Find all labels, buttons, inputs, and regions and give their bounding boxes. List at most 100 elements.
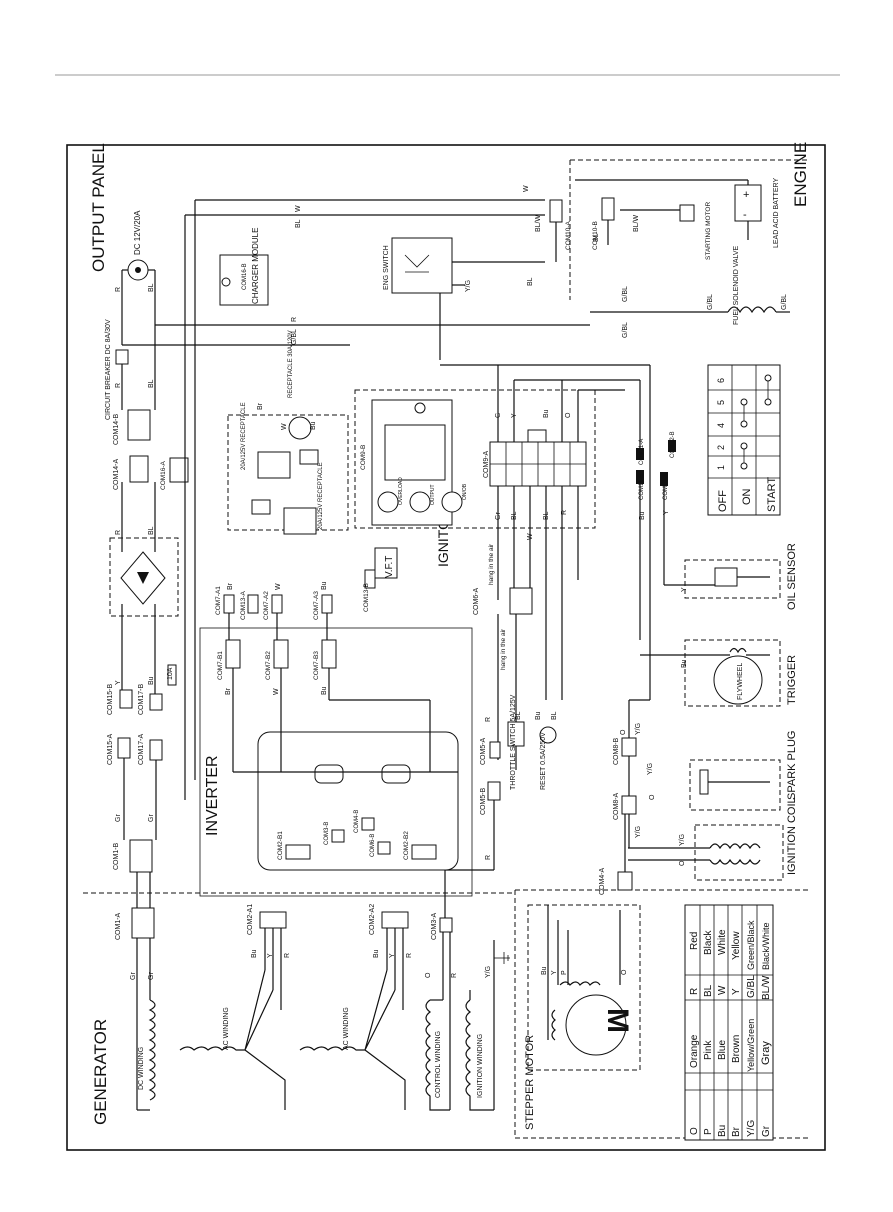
fuel-solenoid-icon	[727, 306, 777, 314]
switch-term-6: 6	[716, 378, 726, 383]
vft-icon	[374, 547, 398, 579]
battery-minus: -	[743, 209, 747, 221]
receptacle-20a-label-2: 20A/125V RECEPTACLE	[318, 462, 324, 530]
dc-winding-icon	[148, 999, 156, 1101]
com2a2-label: COM2-A2	[369, 904, 376, 935]
battery-icon	[734, 184, 762, 222]
oil-sensor-box	[684, 559, 781, 599]
com10a-connector	[549, 199, 563, 223]
com17b-connector	[149, 693, 163, 711]
wire-label: Bu	[541, 966, 548, 975]
com16a-connector	[169, 457, 189, 483]
com10a-label: COM10-A	[565, 220, 572, 250]
wire-label: Bu	[321, 686, 328, 695]
com14b-connector	[127, 409, 151, 441]
com3a-connector	[439, 917, 453, 933]
reset-button-icon	[539, 726, 557, 744]
wire-label: BL	[148, 526, 155, 535]
charger-module-icon	[219, 254, 269, 306]
wire-label: Gr	[148, 814, 155, 822]
wire-label: Y	[511, 413, 518, 418]
wire-label: BL	[511, 511, 518, 520]
battery-label: LEAD ACID BATTERY	[773, 178, 780, 248]
com6a-connector	[509, 587, 533, 615]
receptacle-30a-label: RECEPTACLE 30A/120V	[288, 330, 294, 398]
wire-label: BL	[148, 283, 155, 292]
wire-label: R	[561, 510, 568, 515]
legend-name-yellow: Yellow	[731, 931, 742, 960]
trigger-box	[684, 639, 781, 707]
wire-label: Gr	[148, 972, 155, 980]
wire-label: BL	[515, 711, 522, 720]
wire-label: Y	[389, 953, 396, 958]
wire-label: R	[451, 973, 458, 978]
legend-code-y: Y	[731, 988, 742, 995]
receptacle-20a-label-1: 20A/125V RECEPTACLE	[241, 402, 247, 470]
switch-pos-start: START	[766, 477, 778, 512]
rectifier-box	[109, 537, 179, 617]
com7a1-connector	[223, 594, 235, 614]
legend-code-bl: BL	[703, 984, 714, 997]
wire-label: Bu	[321, 581, 328, 590]
wire-label: Gr	[115, 814, 122, 822]
com5b-connector	[487, 781, 501, 801]
stepper-coil-2	[551, 1009, 556, 1041]
wire-label: W	[295, 205, 302, 212]
wire-label: Y	[115, 680, 122, 685]
wire-label: G/BL	[622, 322, 629, 338]
legend-code-r: R	[689, 988, 700, 995]
starting-motor-label: STARTING MOTOR	[705, 202, 712, 260]
com5b-label: COM5-B	[480, 787, 487, 815]
wire-label: R	[485, 855, 492, 860]
com9b-label: COM9-B	[360, 445, 367, 470]
overload-label: OVERLOAD	[398, 477, 404, 505]
ignition-coil-label: IGNITION COIL	[786, 797, 798, 875]
ac-winding-2-icon	[299, 969, 406, 1110]
wire-label: R	[115, 530, 122, 535]
com7b1-connector	[225, 639, 241, 669]
starting-motor-relay-icon	[679, 204, 695, 222]
com6a-label: COM6-A	[473, 587, 480, 615]
ignition-winding-label: IGNITION WINDING	[477, 1034, 484, 1098]
wire-label: O	[565, 412, 572, 418]
hang-air-label-1: hang in the air	[488, 543, 495, 585]
ac-winding-1-icon	[179, 969, 286, 1110]
oil-sensor-label: OIL SENSOR	[786, 543, 798, 610]
wire-label: O	[679, 860, 686, 866]
com2b2-connector	[411, 844, 437, 860]
wire-label: O	[425, 972, 432, 978]
com11b-connector	[636, 470, 644, 484]
wire-label: O	[649, 794, 656, 800]
stepper-box	[527, 904, 641, 1071]
com10b-connector	[601, 197, 615, 221]
switch-pos-on: ON	[741, 488, 753, 505]
com7a3-label: COM7-A3	[313, 591, 320, 620]
wire-label: Y	[681, 587, 688, 592]
com6b-label: COM6-B	[370, 834, 376, 857]
legend-code-yg: Y/G	[746, 1120, 757, 1137]
ignition-winding-icon	[465, 999, 494, 1111]
legend-code-gbl: G/BL	[746, 975, 757, 998]
com2a1-label: COM2-A1	[247, 904, 254, 935]
flywheel-icon	[713, 655, 763, 705]
com7a2-label: COM7-A2	[263, 591, 270, 620]
receptacle-20a-upper-icon	[257, 451, 291, 479]
wire-label: W	[281, 423, 288, 430]
com4b-connector	[361, 817, 375, 831]
color-legend-table	[684, 904, 774, 1141]
switch-pos-off: OFF	[717, 490, 729, 512]
oil-sensor-icon	[714, 567, 738, 587]
charger-module-label: CHARGER MODULE	[251, 228, 260, 304]
wire-label: BL	[148, 379, 155, 388]
com2b1-label: COM2-B1	[277, 831, 284, 860]
receptacle-30a-icon	[288, 416, 312, 440]
legend-name-white: White	[717, 929, 728, 955]
wire-label: Y/G	[679, 834, 686, 846]
switch-term-2: 2	[716, 445, 726, 450]
legend-name-green-black: Green/Black	[746, 920, 756, 970]
wire-label: Y	[551, 970, 558, 975]
on-ob-lamp-icon	[441, 491, 463, 513]
com12a-connector	[660, 472, 668, 486]
com7a1-label: COM7-A1	[215, 586, 222, 615]
